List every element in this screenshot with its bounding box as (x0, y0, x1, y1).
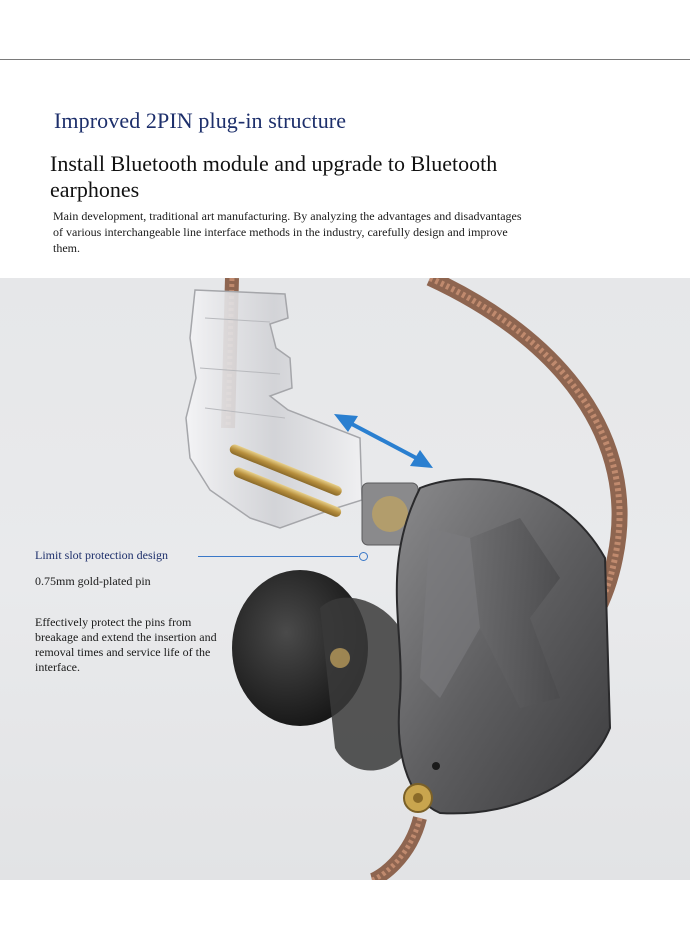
connector-plug (185, 289, 363, 529)
double-headed-arrow-icon (334, 414, 433, 468)
pin-spec: 0.75mm gold-plated pin (35, 574, 151, 588)
feature-heading: Install Bluetooth module and upgrade to … (50, 151, 498, 202)
screw-center (413, 793, 423, 803)
cable-bottom (369, 816, 427, 880)
shell-facet-left (420, 528, 480, 698)
feature-title: Improved 2PIN plug-in structure (54, 108, 347, 133)
callout-leader-line (198, 556, 358, 557)
callout-marker (359, 552, 368, 561)
header-section (0, 60, 690, 278)
gold-pin-lower (233, 467, 342, 517)
vent-hole (432, 762, 440, 770)
feature-description: Main development, traditional art manufa… (53, 209, 522, 255)
driver-part (330, 648, 350, 668)
product-photo (0, 278, 690, 880)
socket-gold-ring (372, 496, 408, 532)
callout-label: Limit slot protection design (35, 548, 168, 562)
footer-blank (0, 880, 690, 941)
plug-ridges (199, 317, 286, 419)
earphone-illustration (185, 278, 628, 880)
gold-pin-upper (229, 444, 342, 496)
top-divider (0, 59, 690, 60)
pin-description: Effectively protect the pins from breaka… (35, 615, 217, 674)
shell-facet (470, 518, 560, 708)
driver-housing (320, 597, 410, 771)
